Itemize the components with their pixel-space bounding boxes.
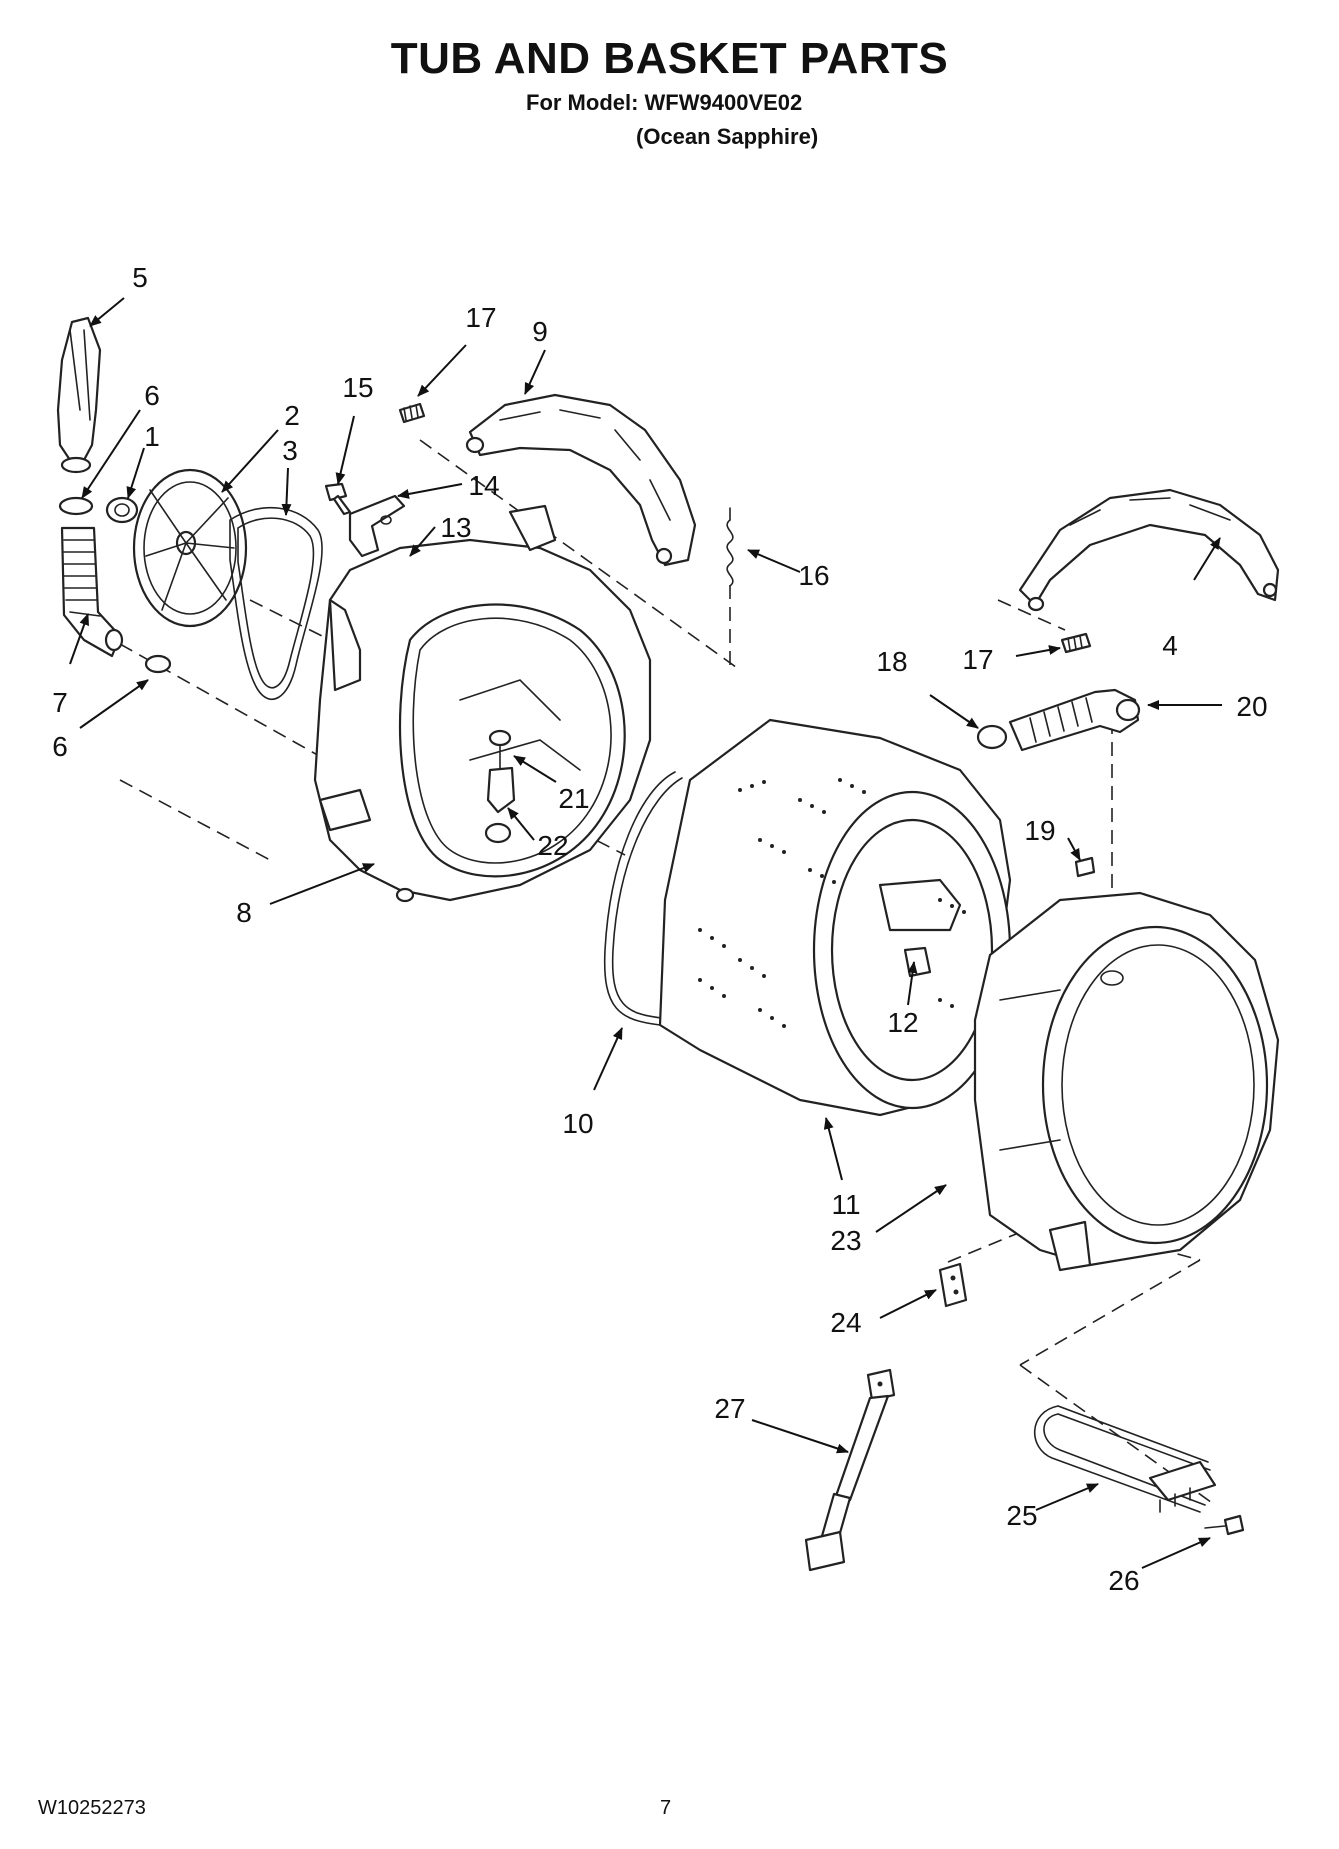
callout-11: 11 <box>831 1189 860 1220</box>
document-number: W10252273 <box>38 1797 146 1819</box>
callout-10: 10 <box>562 1108 593 1139</box>
part-20-clip <box>1074 856 1096 878</box>
part-18-hose-clamp <box>976 724 1008 750</box>
callout-14: 14 <box>468 470 499 501</box>
part-16-suspension-spring <box>726 507 734 587</box>
callout-26: 26 <box>1108 1565 1139 1596</box>
callout-1: 1 <box>144 421 160 452</box>
callout-20: 19 <box>1024 815 1055 846</box>
part-11-basket <box>658 718 1012 1117</box>
callout-labels: 5 6 1 2 3 15 14 13 17 9 16 7 6 8 21 22 1… <box>52 262 1267 1596</box>
part-17-screw-lower <box>1060 632 1092 654</box>
model-line: For Model: WFW9400VE02 <box>526 90 803 115</box>
callout-5: 5 <box>132 262 148 293</box>
part-19-vent-hose <box>1008 688 1141 752</box>
callout-6b: 6 <box>52 731 68 762</box>
part-5-drain-hose-elbow <box>56 316 102 474</box>
part-25-heater <box>1033 1405 1217 1513</box>
callout-16: 16 <box>798 560 829 591</box>
part-1-pulley-nut <box>105 496 139 524</box>
part-10-basket-seal <box>603 771 683 1026</box>
callout-25: 25 <box>1006 1500 1037 1531</box>
part-3-drive-belt <box>229 506 323 701</box>
callout-15: 15 <box>342 372 373 403</box>
part-9-counterweight-upper <box>465 393 697 567</box>
callout-27: 27 <box>714 1393 745 1424</box>
callout-3: 3 <box>282 435 298 466</box>
callout-19: 20 <box>1236 691 1267 722</box>
callout-17b: 17 <box>962 644 993 675</box>
callout-8: 8 <box>236 897 252 928</box>
callout-6a: 6 <box>144 380 160 411</box>
callout-23: 21 <box>558 783 589 814</box>
callout-arrows <box>69 297 1222 1569</box>
part-12-lifter-baffle <box>903 946 932 978</box>
part-27-shock-absorber <box>804 1368 896 1572</box>
part-6-hose-clamp-bottom <box>144 654 172 674</box>
callout-21: 23 <box>830 1225 861 1256</box>
callout-13: 13 <box>440 512 471 543</box>
callout-22: 24 <box>830 1307 861 1338</box>
callout-4: 4 <box>1162 630 1178 661</box>
callout-17a: 17 <box>465 302 496 333</box>
part-2-drive-pulley <box>132 468 248 628</box>
basket-perforations <box>698 778 966 1028</box>
callout-2: 2 <box>284 400 300 431</box>
part-21-front-tub <box>973 891 1280 1272</box>
callout-7: 7 <box>52 687 68 718</box>
callout-24: 22 <box>537 830 568 861</box>
part-24-clip <box>484 766 516 844</box>
part-8-rear-tub <box>313 504 652 903</box>
part-14-bracket <box>348 494 406 558</box>
callout-9: 9 <box>532 316 548 347</box>
part-4-counterweight-lower <box>1018 488 1280 612</box>
part-23-screw <box>488 729 512 771</box>
part-17-screw-upper <box>398 402 426 424</box>
callout-18: 18 <box>876 646 907 677</box>
part-7-bellows-hose <box>60 526 124 658</box>
part-15-screw <box>324 482 352 516</box>
callout-12: 12 <box>887 1007 918 1038</box>
page-title: TUB AND BASKET PARTS <box>390 34 949 83</box>
page-number: 7 <box>660 1797 672 1819</box>
color-line: (Ocean Sapphire) <box>636 124 819 149</box>
part-6-hose-clamp-top <box>58 496 94 516</box>
part-22-gasket <box>938 1262 968 1308</box>
part-26-temperature-sensor <box>1204 1514 1245 1536</box>
